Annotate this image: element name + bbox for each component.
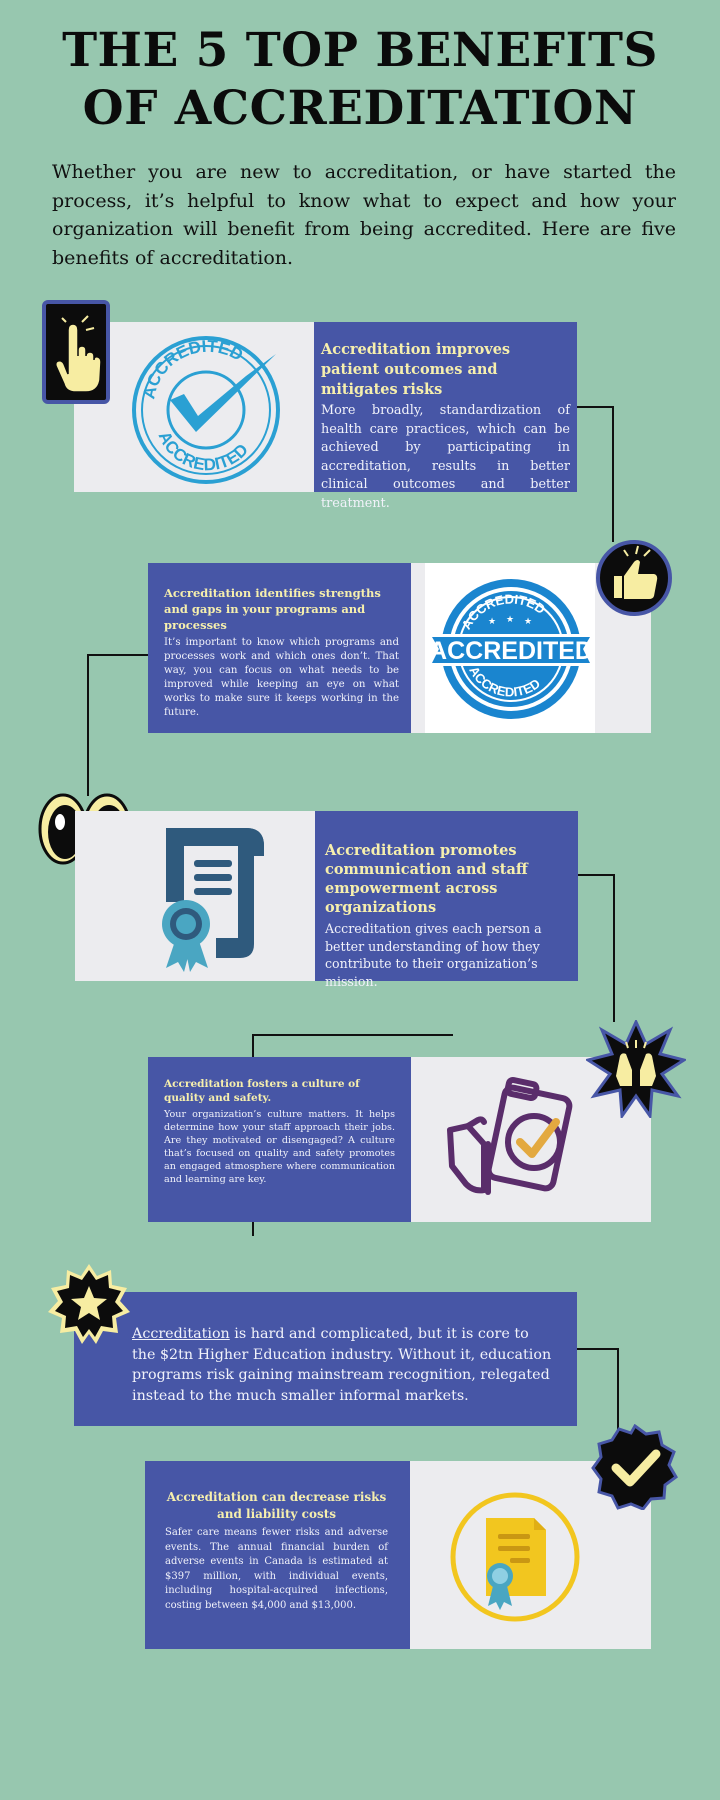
svg-text:★: ★ <box>506 615 514 625</box>
benefit-2-text-card: Accreditation identifies strengths and g… <box>148 563 411 733</box>
benefit-1-text-card: Accreditation improves patient outcomes … <box>314 322 577 511</box>
title-line-2: OF ACCREDITATION <box>82 81 638 136</box>
benefit-2-heading: Accreditation identifies strengths and g… <box>164 586 381 632</box>
clipboard-hand-check <box>447 1076 573 1195</box>
benefit-1-image-panel <box>74 322 314 492</box>
accreditation-link[interactable]: Accreditation <box>132 1326 230 1342</box>
benefit-6-heading: Accreditation can decrease risks and lia… <box>166 1490 387 1521</box>
benefit-1-body: More broadly, standardization of health … <box>321 403 570 511</box>
benefit-6-text-card: Accreditation can decrease risks and lia… <box>145 1461 410 1649</box>
benefit-1-heading: Accreditation improves patient outcomes … <box>321 341 511 398</box>
intro-paragraph: Whether you are new to accreditation, or… <box>52 161 676 269</box>
benefit-2-body: It’s important to know which programs an… <box>164 637 399 718</box>
benefit-4-body: Your organization’s culture matters. It … <box>164 1109 395 1185</box>
benefit-6-body: Safer care means fewer risks and adverse… <box>165 1527 388 1611</box>
certificate-ribbon <box>162 828 264 972</box>
benefit-5-body: Accreditation is hard and complicated, b… <box>132 1324 554 1406</box>
thumbs-up-icon <box>596 540 672 616</box>
checkmark-icon <box>591 1424 678 1510</box>
accredited-checkmark-stamp: ACCREDITED ACCREDITED <box>132 336 280 484</box>
star-icon <box>48 1264 130 1344</box>
benefit-4-text-card: Accreditation fosters a culture of quali… <box>148 1057 411 1222</box>
svg-text:★: ★ <box>524 617 532 627</box>
certificate-circle <box>450 1492 580 1622</box>
stamp-2-center-text: ACCREDITED <box>429 637 593 665</box>
page-title: THE 5 TOP BENEFITS OF ACCREDITATION <box>0 22 720 138</box>
benefit-4-heading: Accreditation fosters a culture of quali… <box>164 1078 360 1104</box>
svg-text:★: ★ <box>488 617 496 627</box>
title-line-1: THE 5 TOP BENEFITS <box>62 23 658 78</box>
benefit-3-heading: Accreditation promotes communication and… <box>325 842 528 916</box>
benefit-3-text-card: Accreditation promotes communication and… <box>315 811 578 989</box>
stamp-1-bottom-text: ACCREDITED <box>155 428 252 474</box>
accredited-ribbon-stamp: ACCREDITED ACCREDITED ACCREDITED ★ ★ ★ <box>428 579 594 719</box>
raised-hands-icon <box>586 1020 686 1118</box>
pointing-hand-icon <box>42 300 110 404</box>
benefit-5-body-text: is hard and complicated, but it is core … <box>132 1326 552 1404</box>
benefit-3-body: Accreditation gives each person a better… <box>325 921 542 989</box>
benefit-5-text-card: Accreditation is hard and complicated, b… <box>74 1292 577 1426</box>
